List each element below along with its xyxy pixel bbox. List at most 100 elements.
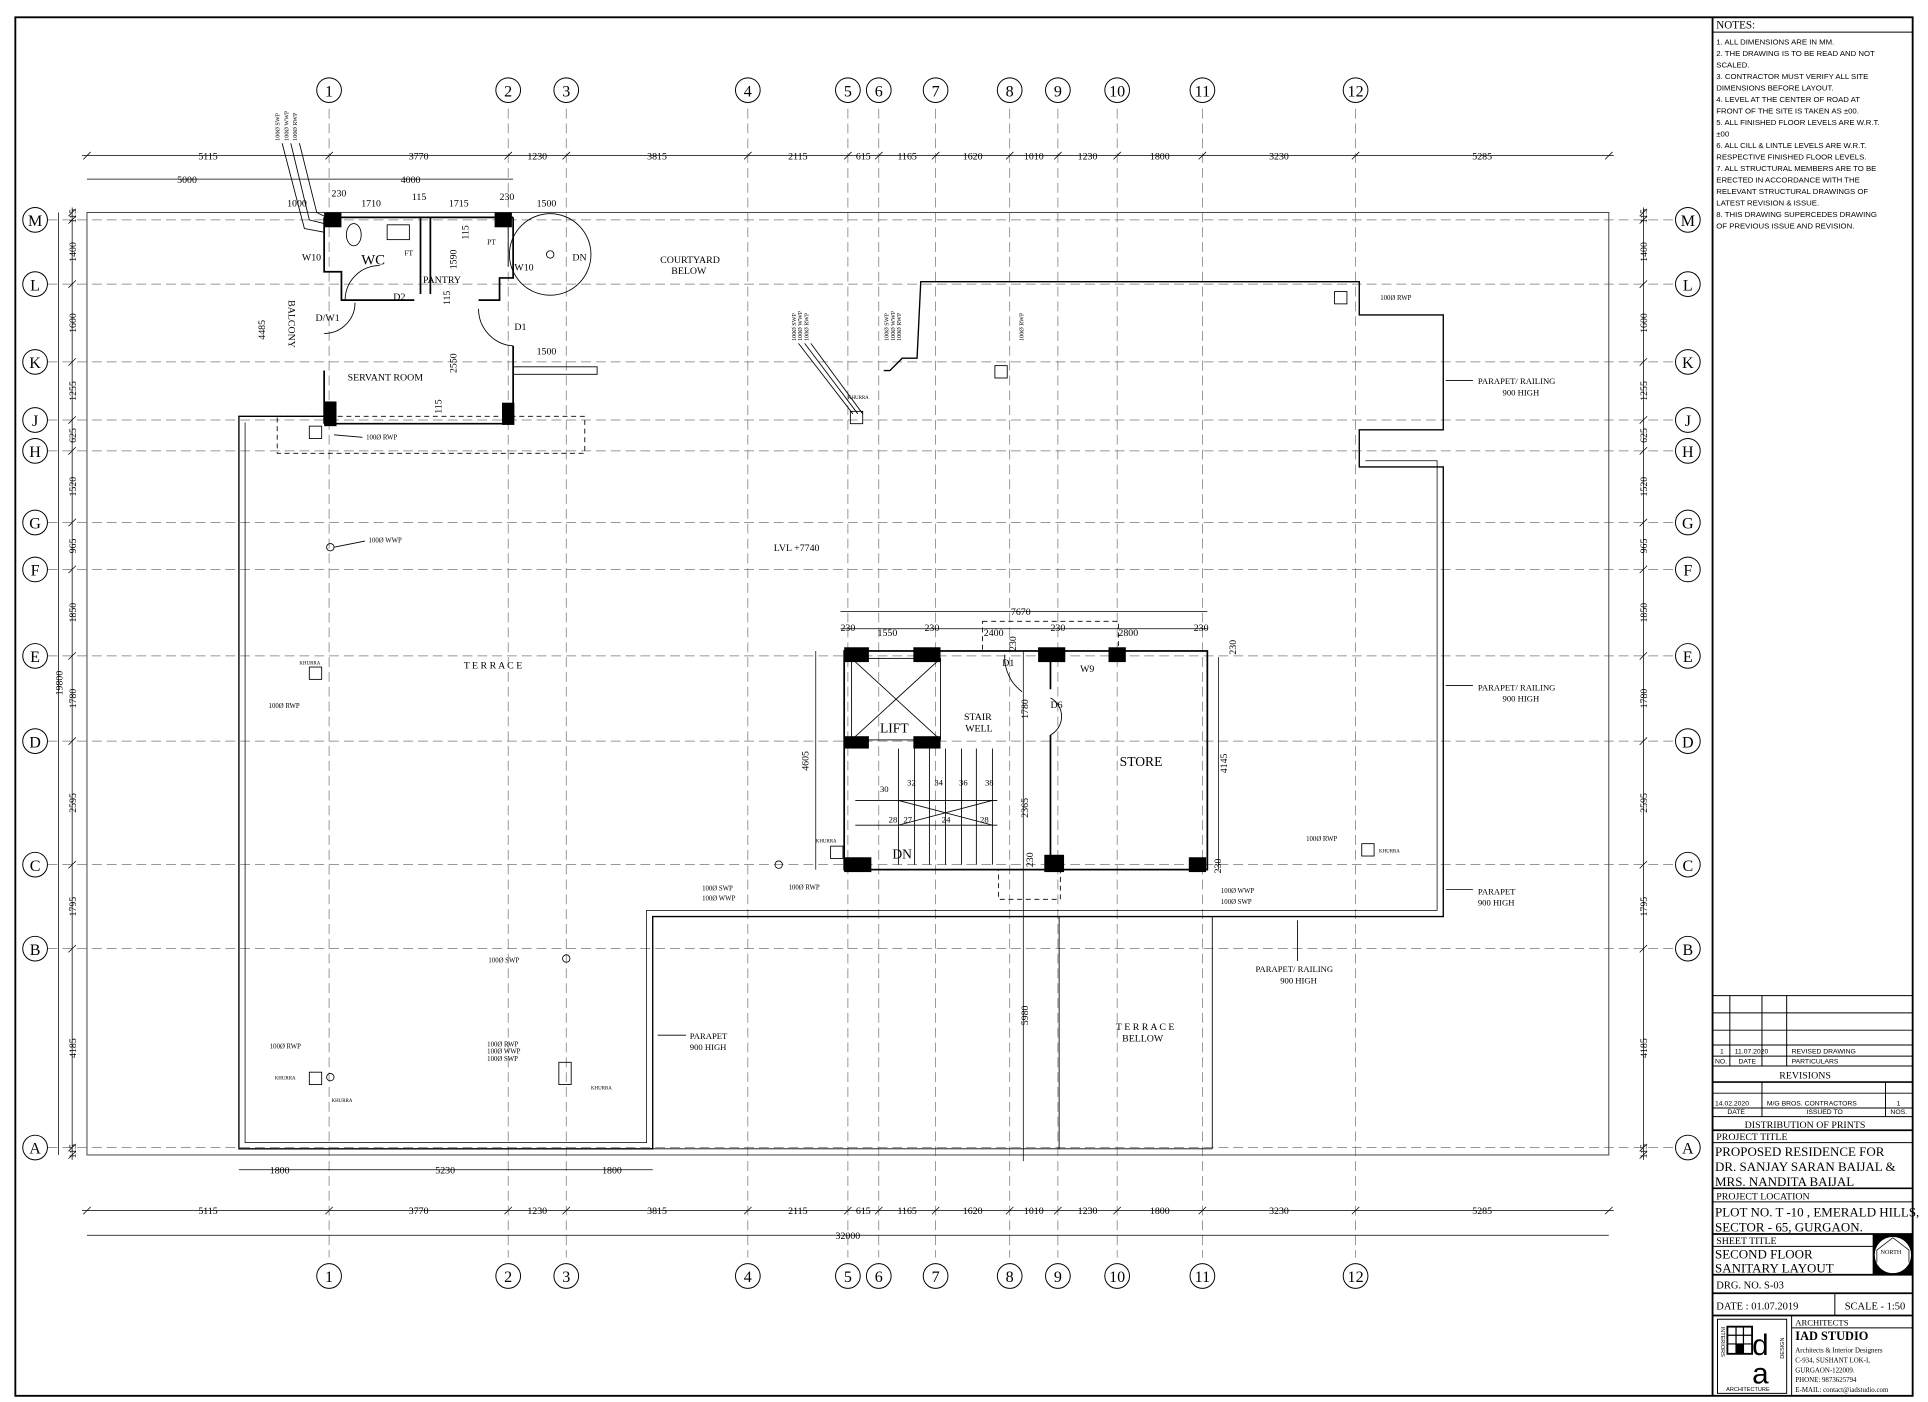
opening-d6: D6 (1050, 700, 1062, 711)
pipe-khurra: KHURRA (816, 839, 837, 844)
dim-text: 1710 (361, 198, 381, 209)
dimension-text: 3770 (409, 1206, 429, 1217)
dimension-tick (1198, 151, 1207, 160)
overall-width: 32000 (836, 1231, 861, 1242)
dimension-tick (1639, 944, 1648, 953)
note-line: DIMENSIONS BEFORE LAYOUT. (1716, 83, 1833, 92)
grid-column-label: 10 (1109, 83, 1125, 100)
dimension-tick (1639, 208, 1648, 217)
dimension-tick (68, 280, 77, 289)
grid-column-label: 11 (1195, 1269, 1210, 1286)
pipe-rwp: 100Ø RWP (269, 703, 300, 710)
dim-text: 5000 (177, 175, 197, 186)
grid-row-label: G (1682, 516, 1694, 533)
dim-text: 1590 (448, 249, 459, 269)
grid-bubble (1104, 77, 1131, 104)
grid-column-label: 2 (504, 1269, 512, 1286)
logo-a: a (1752, 1357, 1769, 1390)
logo-d: d (1752, 1329, 1768, 1362)
dimension-text: 115 (68, 209, 79, 224)
grid-bubble (495, 77, 522, 104)
note-line: 5. ALL FINISHED FLOOR LEVELS ARE W.R.T. (1716, 118, 1879, 127)
pipe-wwp: 100Ø WWP (369, 537, 402, 544)
note-line: LATEST REVISION & ISSUE. (1716, 198, 1819, 207)
dimension-text: 1255 (1639, 381, 1650, 401)
dim-text: 4605 (800, 751, 811, 771)
grid-row-label: A (1682, 1141, 1694, 1158)
grid-column-label: 5 (844, 1269, 852, 1286)
pipe-wwp: 100Ø WWP (702, 895, 735, 902)
pipe-rwp: 100Ø RWP (293, 112, 299, 141)
dimension-tick (1639, 518, 1648, 527)
revision-particulars: REVISED DRAWING (1792, 1049, 1856, 1056)
dimension-tick (743, 151, 752, 160)
dimension-text: 1795 (1639, 897, 1650, 917)
stair-store-block (843, 620, 1209, 900)
grid-row-label: D (29, 734, 41, 751)
grid-bubble (996, 77, 1023, 104)
drawing-date: DATE : 01.07.2019 (1716, 1301, 1798, 1312)
grid-bubble (1675, 851, 1701, 878)
opening-dn: DN (572, 253, 586, 264)
revision-header-no: NO. (1715, 1059, 1727, 1066)
dimension-text: 1010 (1024, 1206, 1044, 1217)
dimension-tick (1113, 1206, 1122, 1215)
pipe-khurra: KHURRA (299, 662, 320, 667)
grid-bubble (553, 77, 580, 104)
logo-architecture: ARCHITECTURE (1726, 1387, 1770, 1393)
dim-text: 1800 (270, 1165, 290, 1176)
logo-design: DESIGN (1780, 1337, 1786, 1358)
grid-bubble (22, 509, 48, 536)
grid-column-label: 4 (744, 1269, 752, 1286)
sheet-title-line: SECOND FLOOR (1715, 1247, 1813, 1262)
stair-number: 27 (903, 815, 912, 825)
grid-bubble (835, 77, 861, 104)
parapet-label: PARAPET/ RAILING (1478, 683, 1556, 693)
dimension-tick (931, 151, 940, 160)
room-servant: SERVANT ROOM (348, 372, 424, 383)
grid-bubble (1189, 1263, 1216, 1289)
dimension-tick (1639, 1143, 1648, 1152)
dimension-text: 1230 (1078, 1206, 1098, 1217)
dimension-text: 2595 (1639, 793, 1650, 813)
grid-column-label: 11 (1195, 83, 1210, 100)
dim-text: 1550 (878, 628, 898, 639)
room-terrace-below-2: BELLOW (1122, 1033, 1164, 1044)
title-block-text: 1 11.07.2020 REVISED DRAWING NO. DATE PA… (1715, 1049, 1919, 1394)
grid-row-label: D (1682, 734, 1694, 751)
dimension-text: 3230 (1269, 151, 1289, 162)
dimension-text: 4185 (1639, 1038, 1650, 1058)
dim-text: 1500 (537, 347, 557, 358)
spiral-stair (508, 213, 592, 296)
grid-row-label: J (1685, 413, 1691, 430)
pipe-swp: 100Ø SWP (885, 312, 891, 340)
parapet-height: 900 HIGH (1503, 694, 1540, 704)
grid-row-label: C (1682, 858, 1693, 875)
logo-interiors: INTERIORS (1719, 1327, 1725, 1358)
room-wc: WC (361, 252, 385, 268)
studio-name: IAD STUDIO (1795, 1329, 1868, 1343)
dim-text: 230 (840, 623, 855, 634)
grid-bubble (22, 207, 48, 233)
dimension-text: 2595 (68, 793, 79, 813)
dimension-tick (68, 357, 77, 366)
opening-labels: W10 D2 PT FT W10 DN D/W1 D1 D1 D6 W9 (302, 238, 1095, 711)
dimension-tick (562, 151, 571, 160)
grid-bubble (1045, 1263, 1071, 1289)
dimension-text: 1520 (68, 477, 79, 497)
pipe-rwp: 100Ø RWP (487, 1041, 518, 1048)
note-line: OF PREVIOUS ISSUE AND REVISION. (1716, 221, 1854, 230)
project-title-line: DR. SANJAY SARAN BAIJAL & (1715, 1159, 1896, 1174)
room-labels: WC PANTRY SERVANT ROOM BALCONY COURTYARD… (285, 252, 1174, 1044)
grid-row-label: M (1681, 213, 1695, 230)
grid-column-label: 8 (1006, 1269, 1014, 1286)
note-line: SCALED. (1716, 60, 1749, 69)
grid-bubble (22, 1134, 48, 1161)
project-location-label: PROJECT LOCATION (1716, 1191, 1809, 1202)
dimension-tick (68, 565, 77, 574)
studio-line: PHONE: 9873625794 (1795, 1377, 1857, 1384)
dimension-tick (1351, 151, 1360, 160)
dimension-text: 5285 (1472, 1206, 1492, 1217)
distribution-header-issued: ISSUED TO (1806, 1109, 1842, 1116)
